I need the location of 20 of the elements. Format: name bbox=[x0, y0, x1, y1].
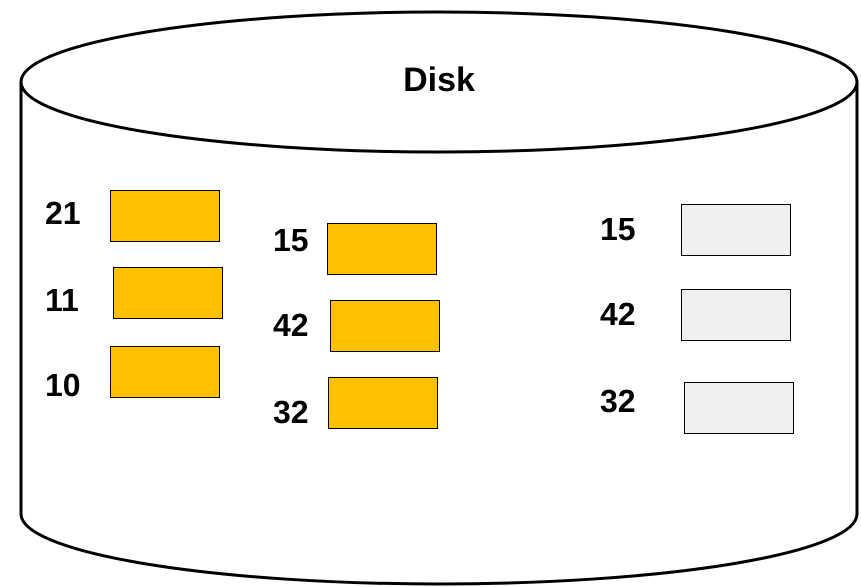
storage-block bbox=[110, 190, 220, 242]
storage-block bbox=[328, 377, 438, 429]
disk-cylinder bbox=[18, 10, 860, 586]
block-number: 10 bbox=[45, 367, 81, 403]
storage-block bbox=[110, 346, 220, 398]
storage-block bbox=[327, 223, 437, 275]
disk-label: Disk bbox=[402, 60, 476, 100]
block-number: 32 bbox=[600, 383, 636, 419]
storage-block bbox=[684, 382, 794, 434]
block-number: 32 bbox=[273, 394, 309, 430]
storage-block bbox=[681, 204, 791, 256]
block-number: 42 bbox=[273, 307, 309, 343]
block-number: 21 bbox=[45, 195, 81, 231]
block-number: 42 bbox=[600, 296, 636, 332]
storage-block bbox=[681, 289, 791, 341]
block-number: 15 bbox=[600, 211, 636, 247]
block-number: 11 bbox=[45, 282, 79, 318]
storage-block bbox=[113, 267, 223, 319]
block-number: 15 bbox=[273, 222, 309, 258]
storage-block bbox=[330, 300, 440, 352]
